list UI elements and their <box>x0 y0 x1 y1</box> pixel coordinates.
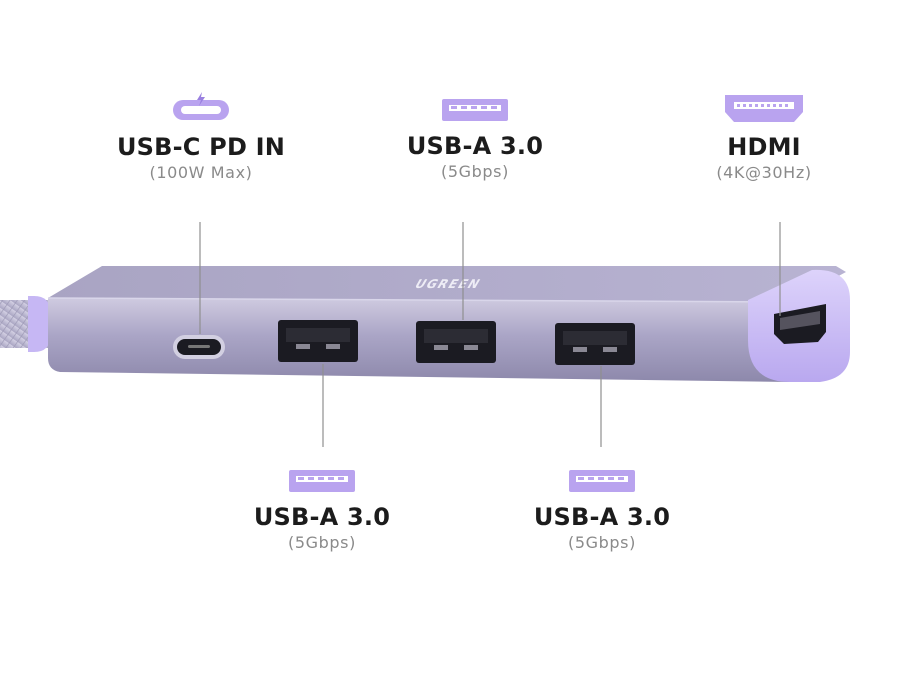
usb-a-icon <box>442 99 508 121</box>
hdmi-label: HDMI (4K@30Hz) <box>654 92 874 184</box>
usb-a-top-name: USB-A 3.0 <box>406 132 544 160</box>
usb-c-spec: (100W Max) <box>149 163 253 182</box>
ugreen-logo: UGREEN <box>411 278 483 292</box>
hdmi-icon <box>725 95 803 122</box>
usb-a-bottom-left-label: USB-A 3.0 (5Gbps) <box>212 468 432 554</box>
usb-c-name: USB-C PD IN <box>116 133 286 161</box>
usb-c-label: USB-C PD IN (100W Max) <box>91 92 311 184</box>
hdmi-spec: (4K@30Hz) <box>716 163 812 182</box>
usb-a-bottom-left-name: USB-A 3.0 <box>253 503 391 531</box>
hub-top-face <box>48 266 846 302</box>
usb-a-bottom-right-spec: (5Gbps) <box>568 533 636 552</box>
usb-a-port-3 <box>555 323 635 365</box>
usb-a-bottom-left-spec: (5Gbps) <box>288 533 356 552</box>
usb-a-bottom-right-name: USB-A 3.0 <box>533 503 671 531</box>
usb-a-port-2 <box>416 321 496 363</box>
callout-lines <box>199 222 781 447</box>
hdmi-port <box>774 304 826 344</box>
usb-c-port <box>173 335 225 359</box>
usb-a-top-label: USB-A 3.0 (5Gbps) <box>365 97 585 183</box>
usb-a-port-1 <box>278 320 358 362</box>
hdmi-name: HDMI <box>727 133 801 161</box>
usb-a-top-spec: (5Gbps) <box>441 162 509 181</box>
usb-a-icon <box>569 470 635 492</box>
braided-cable <box>0 296 50 352</box>
usb-a-bottom-right-label: USB-A 3.0 (5Gbps) <box>492 468 712 554</box>
usb-a-icon <box>289 470 355 492</box>
usb-c-icon <box>173 92 229 120</box>
